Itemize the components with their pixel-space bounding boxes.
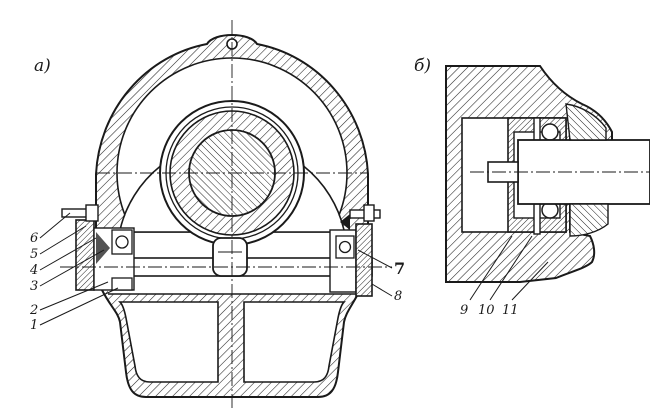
callout-5: 5 [30,247,39,262]
panel-a-label: a) [34,56,51,76]
base-window-right [243,301,346,383]
panel-a-drawing [39,20,393,410]
callout-6: 6 [30,231,39,246]
panel-b-drawing [445,65,650,301]
base-window-left [118,301,219,383]
callout-9: 9 [460,303,469,318]
bearing-ball-top [541,123,559,141]
callout-7: 7 [394,259,406,278]
callout-11: 11 [502,303,519,318]
leader-lines-left [39,212,119,326]
callout-4: 4 [30,263,39,278]
callout-8: 8 [394,289,403,304]
callout-10: 10 [478,303,495,318]
panel-b-label: б) [414,56,432,76]
right-bearing-assembly [329,204,381,297]
worm [212,237,248,277]
callout-3: 3 [30,279,39,294]
callout-2: 2 [30,303,39,318]
left-bearing-assembly [61,204,135,291]
leader-lines-right [357,249,393,297]
leader-lines-b [469,235,549,301]
callout-1: 1 [30,318,39,333]
